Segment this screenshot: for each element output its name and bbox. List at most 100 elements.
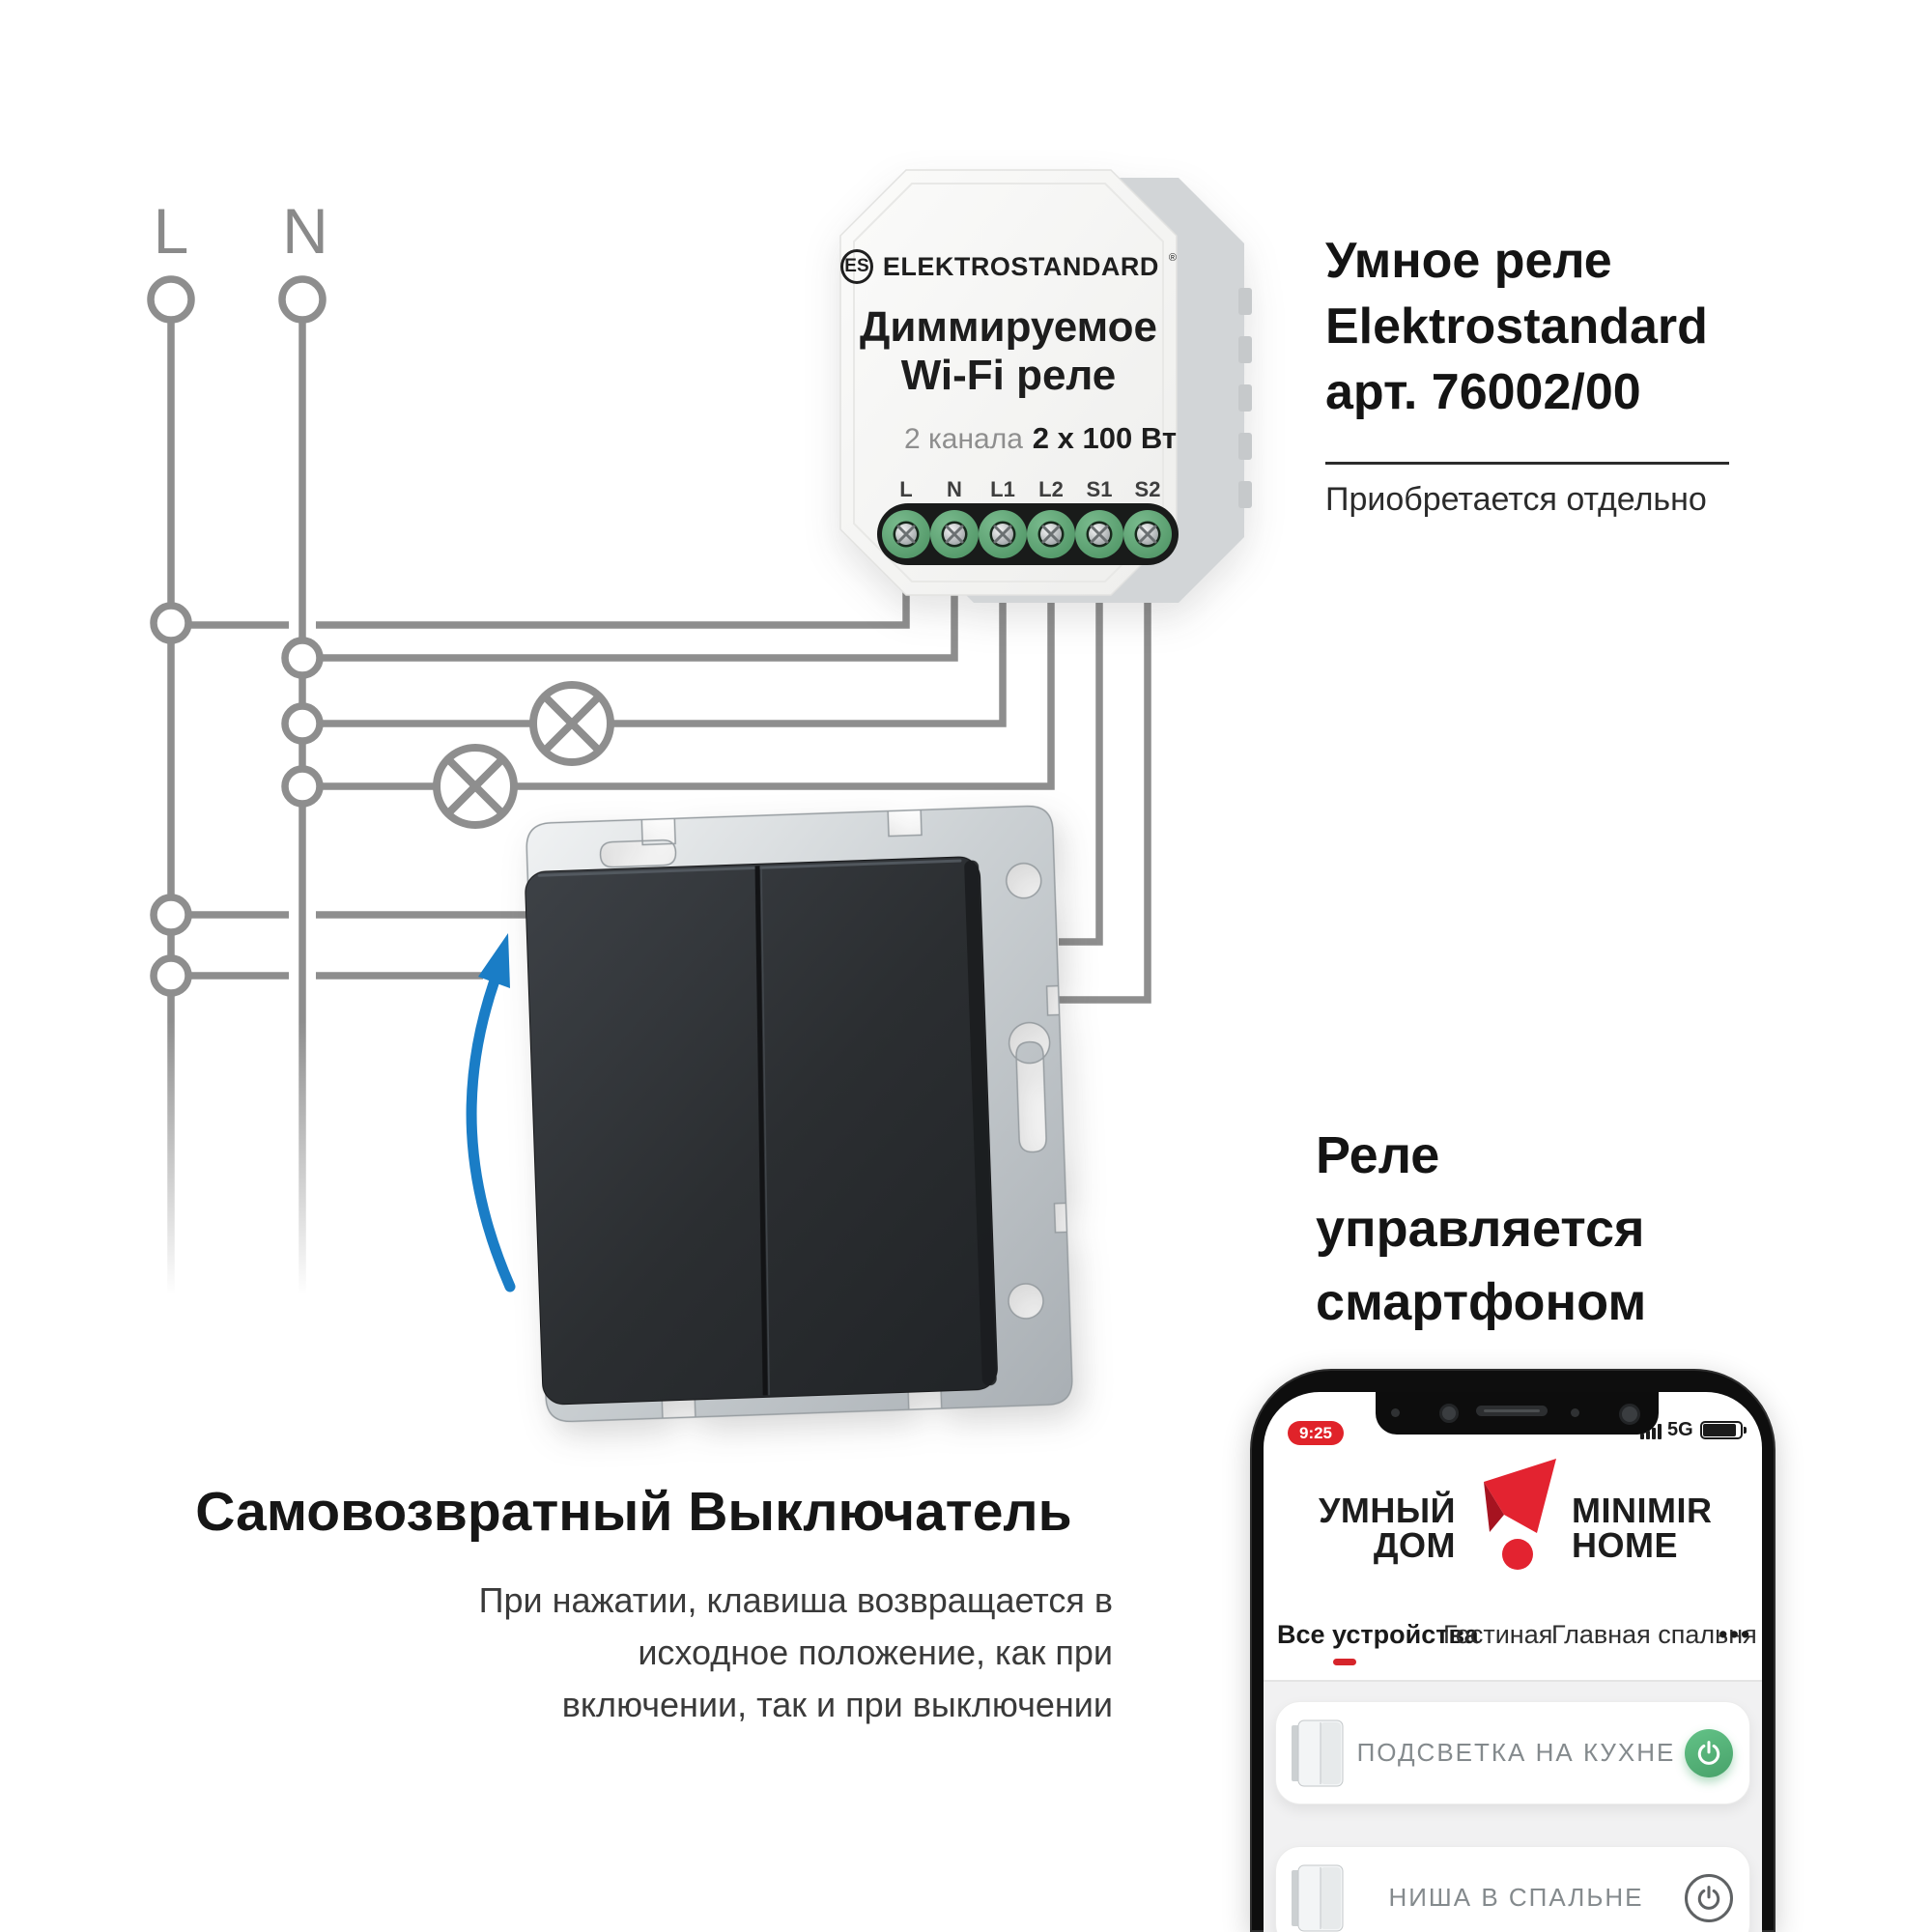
app-logo-home: HOME [1572,1525,1678,1565]
relay-control-note: Реле управляется смартфоном [1316,1119,1646,1339]
device-name: НИША В СПАЛЬНЕ [1388,1883,1644,1912]
time-badge: 9:25 [1288,1421,1344,1445]
switch-note-line3: включении, так и при выключении [561,1685,1113,1724]
power-button-on[interactable] [1685,1728,1733,1777]
terminal-label: L1 [990,477,1015,501]
tab-living-room[interactable]: Гостиная [1443,1620,1553,1649]
relay-body: L N L1 L2 S1 S2 [839,169,1252,603]
device-name: ПОДСВЕТКА НА КУХНЕ [1356,1738,1676,1767]
relay-title: Диммируемое Wi-Fi реле [840,303,1177,400]
switch-note-line2: исходное положение, как при [638,1633,1113,1672]
terminal [1075,510,1123,558]
ambient-sensor-icon [1571,1408,1579,1417]
rocker-divider-highlight [760,866,770,1396]
minimir-logo-icon [1484,1459,1556,1570]
rocker-side-edge [964,860,997,1386]
control-note-line3: смартфоном [1316,1273,1647,1331]
terminal [882,510,930,558]
status-right-cluster: 5G [1640,1419,1754,1444]
junction-node [281,765,324,808]
device-card-kitchen[interactable]: ПОДСВЕТКА НА КУХНЕ [1275,1701,1750,1804]
room-tabs: Все устройства Гостиная Главная спальня … [1264,1620,1762,1668]
product-note: Умное реле Elektrostandard арт. 76002/00 [1325,228,1708,425]
switch-note-title: Самовозвратный Выключатель [195,1481,1072,1543]
switch-thumbnail-icon [1292,1719,1344,1786]
terminal [1123,510,1172,558]
terminal [979,510,1027,558]
junction-node [281,637,324,679]
product-title-line1: Умное реле [1325,233,1612,289]
junction-node [281,702,324,745]
terminal [930,510,979,558]
phone-notch [1376,1392,1659,1435]
switch-note: Самовозвратный Выключатель При нажатии, … [155,1480,1113,1731]
terminal-labels: L N L1 L2 S1 S2 [899,477,1160,501]
relay-channels: 2 канала [904,423,1023,455]
wire-relay-l [171,578,910,629]
tab-master-bedroom[interactable]: Главная спальня [1551,1620,1757,1649]
terminal-label: N [947,477,962,501]
app-logo-umny: УМНЫЙ [1319,1491,1456,1530]
front-camera-icon [1439,1404,1459,1423]
truedepth-camera-icon [1619,1404,1640,1425]
app-logo-dom: ДОМ [1373,1525,1456,1565]
power-icon [1697,1885,1720,1910]
brand-registered-mark: ® [1168,252,1177,264]
es-logo-text: ES [844,256,869,276]
switch-note-line1: При нажатии, клавиша возвращается в [478,1580,1113,1620]
brand-wordmark: ELEKTROSTANDARD [882,251,1159,281]
network-label: 5G [1667,1419,1693,1440]
line-label: L [154,195,189,267]
neutral-label: N [282,195,328,267]
rocker-switch [525,856,998,1406]
power-button-off[interactable] [1685,1873,1733,1922]
signal-bars-icon [1640,1424,1663,1439]
product-title-line2: Elektrostandard [1325,298,1708,355]
wire-relay-n [302,578,958,662]
es-logo-oval: ES [840,249,873,284]
purchase-divider [1325,462,1729,465]
device-card-bedroom[interactable]: НИША В СПАЛЬНЕ [1275,1846,1750,1932]
app-logo-minimir: MINIMIR [1572,1491,1713,1530]
tab-more[interactable]: ••• [1719,1620,1752,1649]
active-tab-underline [1333,1659,1356,1665]
purchase-note: Приобретается отдельно [1325,481,1707,518]
power-icon [1697,1740,1720,1765]
control-note-line1: Реле [1316,1126,1440,1184]
tab-all-devices[interactable]: Все устройства [1277,1620,1479,1649]
relay-front-face [839,169,1178,596]
terminal-label: S1 [1087,477,1113,501]
rocker-top-highlight [537,859,962,877]
smartphone: 9:25 5G УМНЫЙ ДОМ MINIMIR [1250,1369,1776,1932]
relay-heatsink-fins [1238,288,1252,508]
wire-relay-s1 [1059,578,1103,946]
line-terminal-node [147,275,195,324]
relay-brand: ES ELEKTROSTANDARD ® [840,249,1177,284]
junction-node [150,602,192,644]
app-logo-left: УМНЫЙ ДОМ [1264,1493,1456,1563]
neutral-terminal-node [278,275,327,324]
junction-node [150,954,192,997]
relay-title-line2: Wi-Fi реле [900,352,1117,399]
relay-title-line1: Диммируемое [860,303,1157,351]
lamp-icon [529,681,614,766]
switch-note-body: При нажатии, клавиша возвращается в исхо… [155,1575,1113,1731]
lamp-icon [433,744,518,829]
switch-thumbnail-icon [1292,1864,1344,1931]
app-logo-right: MINIMIR HOME [1572,1493,1712,1563]
terminal-label: L [899,477,912,501]
junction-node [150,894,192,936]
product-title-line3: арт. 76002/00 [1325,364,1641,420]
wire-relay-l2 [302,578,1055,790]
control-note-line2: управляется [1316,1200,1645,1258]
switch-assembly [506,787,1094,1439]
screen-divider [1264,1680,1762,1682]
status-time: 9:25 [1298,1423,1333,1442]
wire-relay-s2 [1059,578,1151,1004]
rocker-divider [754,866,768,1396]
terminal-block [882,510,1172,558]
battery-icon [1700,1421,1747,1439]
terminal-label: S2 [1135,477,1161,501]
